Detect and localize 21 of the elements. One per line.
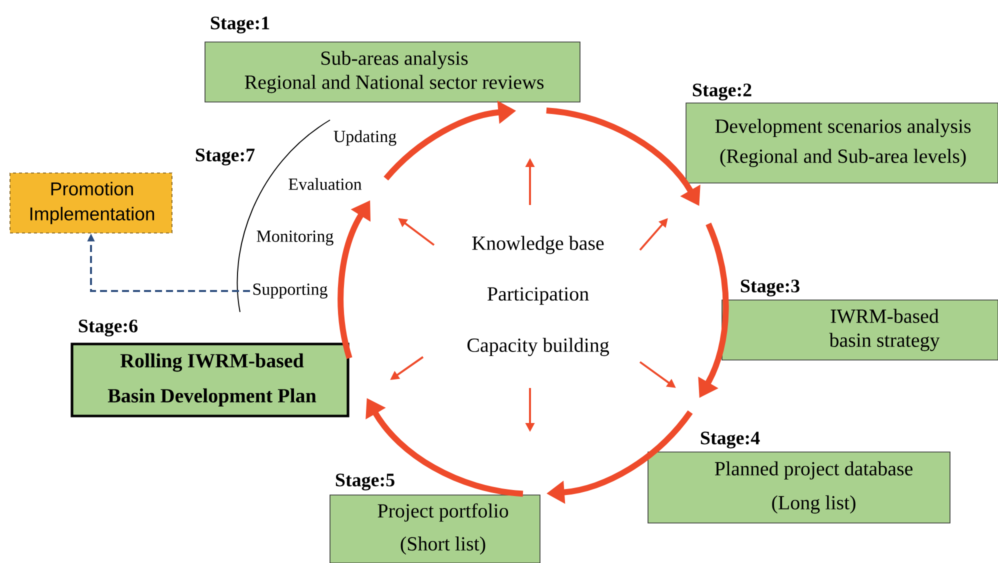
process-box: Promotion Implementation (10, 172, 172, 234)
stage-label: Stage:4 (700, 432, 760, 448)
stage-label: Stage:1 (210, 16, 270, 34)
center-text: Capacity building (467, 338, 610, 356)
step-label: Updating (334, 130, 396, 146)
process-box: Rolling IWRM-based Basin Development Plan (70, 342, 350, 418)
stage-label: Stage:7 (196, 148, 255, 166)
stage-label: Stage:3 (740, 280, 800, 296)
stage-step: Supporting (250, 282, 330, 300)
step-label: Evaluation (288, 178, 362, 190)
process-box: Project portfolio (Short list) (330, 494, 540, 563)
process-box: Development scenarios analysis (Regional and Sub-area levels) (686, 102, 998, 184)
process-box: Sub-areas analysis Regional and National sector reviews (204, 42, 580, 102)
center-text: Participation (488, 287, 589, 305)
stage-label: Stage:6 (78, 320, 138, 336)
step-label: Monitoring (256, 230, 334, 246)
stage-label: Stage:2 (692, 84, 752, 100)
process-box: IWRM-based basin strategy (722, 300, 998, 360)
stage-label: Stage:5 (336, 474, 394, 490)
center-text: Knowledge base (472, 236, 604, 254)
process-box: Planned project database (Long list) (648, 452, 950, 524)
